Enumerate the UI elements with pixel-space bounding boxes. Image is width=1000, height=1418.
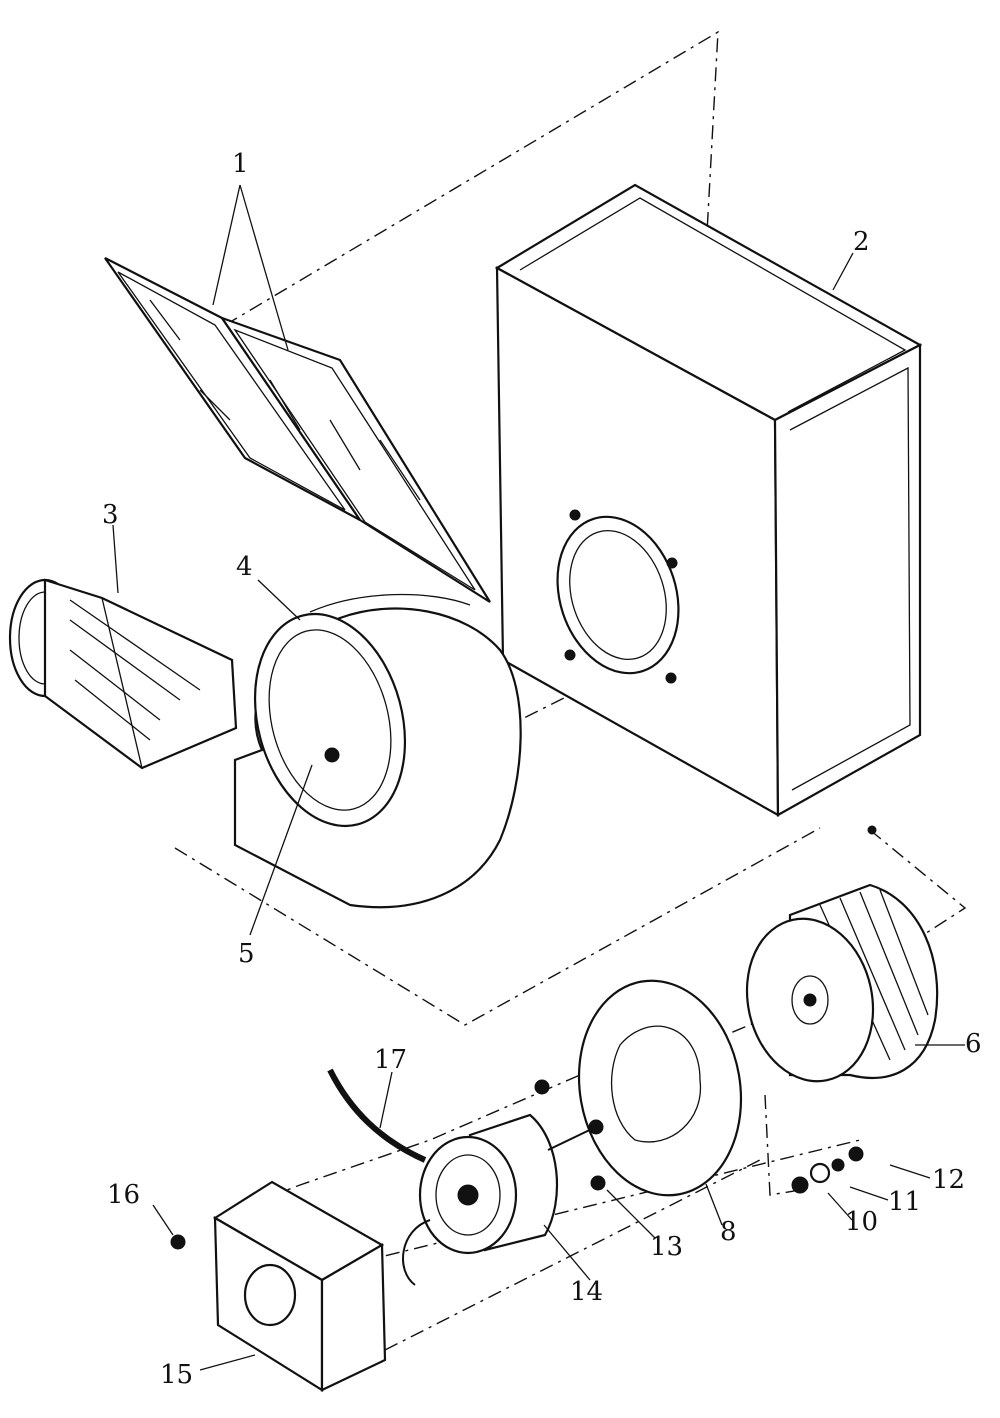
filter-panels: [104, 257, 491, 603]
callout-1: 1: [232, 149, 249, 179]
motor: [418, 1113, 601, 1255]
callout-11: 11: [888, 1187, 921, 1217]
callout-15: 15: [160, 1360, 193, 1390]
leader-lines: [112, 184, 965, 1371]
callout-3: 3: [102, 500, 119, 530]
inlet-cone: [8, 578, 238, 770]
callout-17: 17: [374, 1045, 407, 1075]
junction-box: [170, 1180, 387, 1392]
hardware-parts: [534, 1079, 864, 1194]
callout-4: 4: [236, 552, 253, 582]
blower-housing: [233, 593, 522, 909]
callout-6: 6: [965, 1029, 982, 1059]
callout-13: 13: [650, 1232, 683, 1262]
cabinet-box: [494, 183, 923, 817]
wire-harness: [327, 1068, 431, 1286]
callout-10: 10: [845, 1207, 878, 1237]
callout-labels: 1 2 3 4 5 6 8 10 11 12 13 14 15 16 17: [102, 149, 982, 1390]
callout-5: 5: [238, 939, 255, 969]
callout-14: 14: [570, 1277, 603, 1307]
blower-wheel: [745, 825, 939, 1083]
callout-12: 12: [932, 1165, 965, 1195]
callout-16: 16: [107, 1180, 140, 1210]
mounting-ring: [577, 979, 743, 1197]
callout-8: 8: [720, 1217, 737, 1247]
callout-2: 2: [853, 227, 870, 257]
